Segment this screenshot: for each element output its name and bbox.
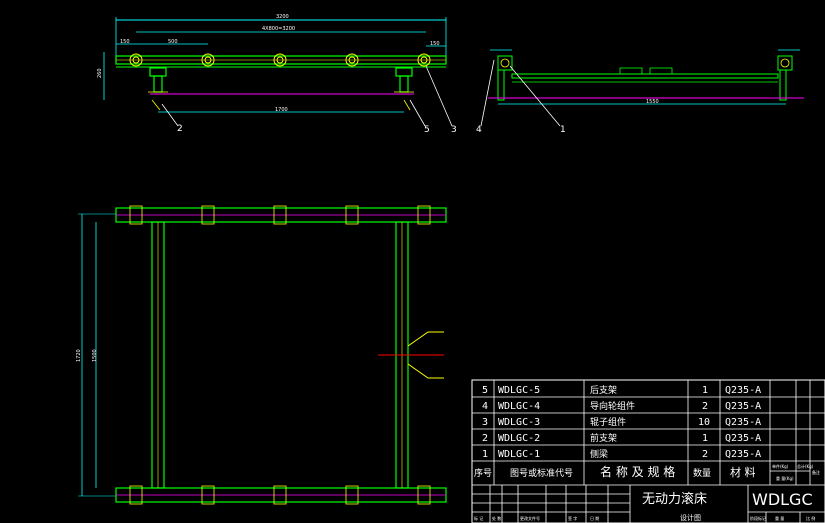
parts-row-3: 3 WDLGC-3 辊子组件 10 Q235-A: [482, 416, 761, 428]
sign-count: 处 数: [492, 515, 501, 521]
callout-5: 5: [424, 125, 430, 135]
plan-view: 1720 1500: [76, 205, 447, 505]
scale: 比 例: [806, 515, 815, 521]
part-name: 前支架: [590, 432, 617, 444]
parts-row-1: 1 WDLGC-1 侧梁 2 Q235-A: [482, 448, 761, 460]
part-name: 导向轮组件: [590, 400, 635, 412]
header-name: 名 称 及 规 格: [600, 464, 675, 479]
header-qty: 数量: [693, 467, 711, 479]
weight: 重 量: [775, 515, 784, 521]
part-material: Q235-A: [725, 433, 761, 444]
dim-plan-inner: 1500: [92, 349, 98, 362]
title-block: 5 WDLGC-5 后支架 1 Q235-A 4 WDLGC-4 导向轮组件 2…: [471, 379, 825, 523]
dim-end-left: 150: [120, 39, 130, 45]
parts-row-2: 2 WDLGC-2 前支架 1 Q235-A: [482, 432, 761, 444]
signature-row: 标 记 处 数 更改文件号 签 字 日 期: [474, 515, 599, 521]
callout-3: 3: [451, 125, 457, 135]
part-qty: 2: [702, 449, 708, 460]
part-material: Q235-A: [725, 417, 761, 428]
parts-row-5: 5 WDLGC-5 后支架 1 Q235-A: [482, 384, 761, 396]
part-code: WDLGC-4: [498, 401, 540, 412]
part-code: WDLGC-5: [498, 385, 540, 396]
stage-mark: 阶段标记: [750, 515, 766, 521]
part-qty: 1: [702, 433, 708, 444]
sign-date: 日 期: [590, 515, 599, 521]
dim-end-right: 150: [430, 41, 440, 47]
dim-side-span: 1550: [646, 99, 659, 105]
part-no: 1: [482, 449, 488, 460]
part-code: WDLGC-2: [498, 433, 540, 444]
dim-roller-span: 4X800=3200: [262, 26, 295, 32]
part-no: 4: [482, 401, 488, 412]
header-weight-label: 重 量(Kg): [776, 475, 794, 481]
dim-pitch: 500: [168, 39, 178, 45]
part-name: 辊子组件: [590, 416, 626, 428]
sign-signature: 签 字: [568, 515, 577, 521]
parts-header: 序号 图号或标准代号 名 称 及 规 格 数量 材 料 单件(Kg) 总计(Kg…: [474, 463, 820, 481]
callout-2: 2: [177, 124, 183, 134]
part-no: 3: [482, 417, 488, 428]
part-no: 2: [482, 433, 488, 444]
header-no: 序号: [474, 467, 492, 479]
part-code: WDLGC-1: [498, 449, 540, 460]
part-name: 后支架: [590, 384, 617, 396]
parts-row-4: 4 WDLGC-4 导向轮组件 2 Q235-A: [482, 400, 761, 412]
callout-1: 1: [560, 125, 566, 135]
part-qty: 1: [702, 385, 708, 396]
drawing-code: WDLGC: [752, 490, 813, 509]
part-material: Q235-A: [725, 385, 761, 396]
header-code: 图号或标准代号: [510, 467, 573, 479]
sign-mark: 标 记: [474, 515, 483, 521]
sign-file: 更改文件号: [520, 515, 540, 521]
header-unit-weight: 单件(Kg): [772, 463, 789, 469]
header-remark: 备注: [812, 469, 820, 475]
part-qty: 2: [702, 401, 708, 412]
header-material: 材 料: [730, 465, 756, 479]
front-view: 3200 4X800=3200 150 500 150 260: [97, 14, 457, 135]
side-view: 1550 4 1: [476, 49, 804, 135]
drawing-subtitle: 设计图: [680, 513, 701, 522]
part-material: Q235-A: [725, 401, 761, 412]
dim-bottom-span: 1700: [275, 107, 288, 113]
part-no: 5: [482, 385, 488, 396]
drawing-title: 无动力滚床: [642, 491, 707, 507]
part-name: 侧梁: [590, 448, 608, 460]
header-total-weight: 总计(Kg): [797, 463, 814, 469]
right-small-labels: 阶段标记 重 量 比 例: [750, 515, 815, 521]
dim-plan-outer: 1720: [76, 349, 82, 362]
part-material: Q235-A: [725, 449, 761, 460]
dim-overall-length: 3200: [276, 14, 289, 20]
roller-group: [129, 53, 431, 67]
callout-4: 4: [476, 125, 482, 135]
dim-height: 260: [97, 68, 103, 78]
part-code: WDLGC-3: [498, 417, 540, 428]
part-qty: 10: [698, 417, 710, 428]
